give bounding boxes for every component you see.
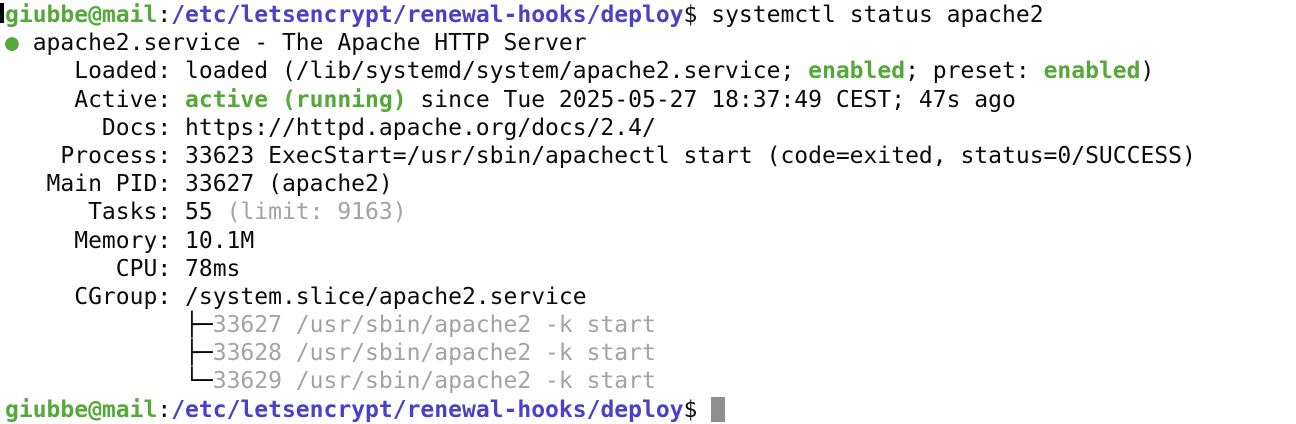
prompt-command-line: giubbe@mail:/etc/letsencrypt/renewal-hoo… bbox=[5, 1, 1296, 29]
cgroup-child-2: ├─33628 /usr/sbin/apache2 -k start bbox=[5, 339, 1296, 367]
child-process: 33628 /usr/sbin/apache2 -k start bbox=[212, 340, 656, 367]
terminal-output: giubbe@mail:/etc/letsencrypt/renewal-hoo… bbox=[5, 1, 1296, 424]
process-line: Process: 33623 ExecStart=/usr/sbin/apach… bbox=[5, 142, 1296, 170]
active-status-dot-icon: ● bbox=[5, 30, 19, 57]
unit-header-line: ● apache2.service - The Apache HTTP Serv… bbox=[5, 29, 1296, 57]
enabled-state: enabled bbox=[808, 58, 906, 85]
indent bbox=[5, 312, 185, 338]
active-since: since Tue 2025-05-27 18:37:49 CEST; 47s … bbox=[406, 86, 1016, 113]
active-state: active (running) bbox=[185, 86, 407, 113]
docs-line: Docs: https://httpd.apache.org/docs/2.4/ bbox=[5, 114, 1296, 142]
cpu-text: CPU: 78ms bbox=[5, 255, 241, 282]
indent bbox=[5, 368, 185, 394]
cgroup-line: CGroup: /system.slice/apache2.service bbox=[5, 283, 1296, 311]
main-pid-line: Main PID: 33627 (apache2) bbox=[5, 170, 1296, 198]
memory-text: Memory: 10.1M bbox=[5, 227, 255, 254]
indent bbox=[5, 340, 185, 366]
cpu-line: CPU: 78ms bbox=[5, 255, 1296, 283]
working-directory: /etc/letsencrypt/renewal-hooks/deploy bbox=[171, 396, 684, 423]
tree-branch-glyph: ├─ bbox=[185, 312, 213, 339]
child-process: 33627 /usr/sbin/apache2 -k start bbox=[212, 312, 656, 339]
docs-text: Docs: https://httpd.apache.org/docs/2.4/ bbox=[5, 114, 656, 141]
prompt-separator: : bbox=[157, 396, 172, 423]
preset-state: enabled bbox=[1043, 58, 1141, 85]
cgroup-child-3: └─33629 /usr/sbin/apache2 -k start bbox=[5, 367, 1296, 395]
process-text: Process: 33623 ExecStart=/usr/sbin/apach… bbox=[5, 142, 1196, 169]
working-directory: /etc/letsencrypt/renewal-hooks/deploy bbox=[171, 2, 684, 28]
cgroup-child-1: ├─33627 /usr/sbin/apache2 -k start bbox=[5, 311, 1296, 339]
command-text: $ systemctl status apache2 bbox=[683, 2, 1044, 28]
tree-branch-glyph: ├─ bbox=[185, 340, 213, 367]
username-host: giubbe@mail bbox=[5, 396, 158, 423]
memory-line: Memory: 10.1M bbox=[5, 227, 1296, 255]
active-label: Active: bbox=[5, 86, 186, 113]
loaded-label-and-path: Loaded: loaded (/lib/systemd/system/apac… bbox=[5, 58, 809, 85]
tasks-line: Tasks: 55 (limit: 9163) bbox=[5, 198, 1296, 226]
active-line: Active: active (running) since Tue 2025-… bbox=[5, 86, 1296, 114]
loaded-line: Loaded: loaded (/lib/systemd/system/apac… bbox=[5, 57, 1296, 85]
username-host: giubbe@mail bbox=[5, 2, 158, 28]
cropped-character-artifact bbox=[0, 3, 4, 23]
tasks-limit: (limit: 9163) bbox=[226, 199, 407, 226]
main-pid-text: Main PID: 33627 (apache2) bbox=[5, 171, 393, 198]
prompt-dollar: $ bbox=[683, 396, 712, 423]
preset-label: ; preset: bbox=[905, 58, 1044, 85]
prompt-line: giubbe@mail:/etc/letsencrypt/renewal-hoo… bbox=[5, 396, 1296, 424]
tree-end-glyph: └─ bbox=[185, 368, 213, 395]
child-process: 33629 /usr/sbin/apache2 -k start bbox=[212, 368, 656, 395]
unit-title: apache2.service - The Apache HTTP Server bbox=[18, 30, 587, 57]
prompt-separator: : bbox=[157, 2, 172, 28]
closing-paren: ) bbox=[1140, 58, 1155, 85]
terminal-cursor bbox=[711, 396, 726, 422]
tasks-text: Tasks: 55 bbox=[5, 199, 227, 226]
cgroup-text: CGroup: /system.slice/apache2.service bbox=[5, 283, 587, 310]
